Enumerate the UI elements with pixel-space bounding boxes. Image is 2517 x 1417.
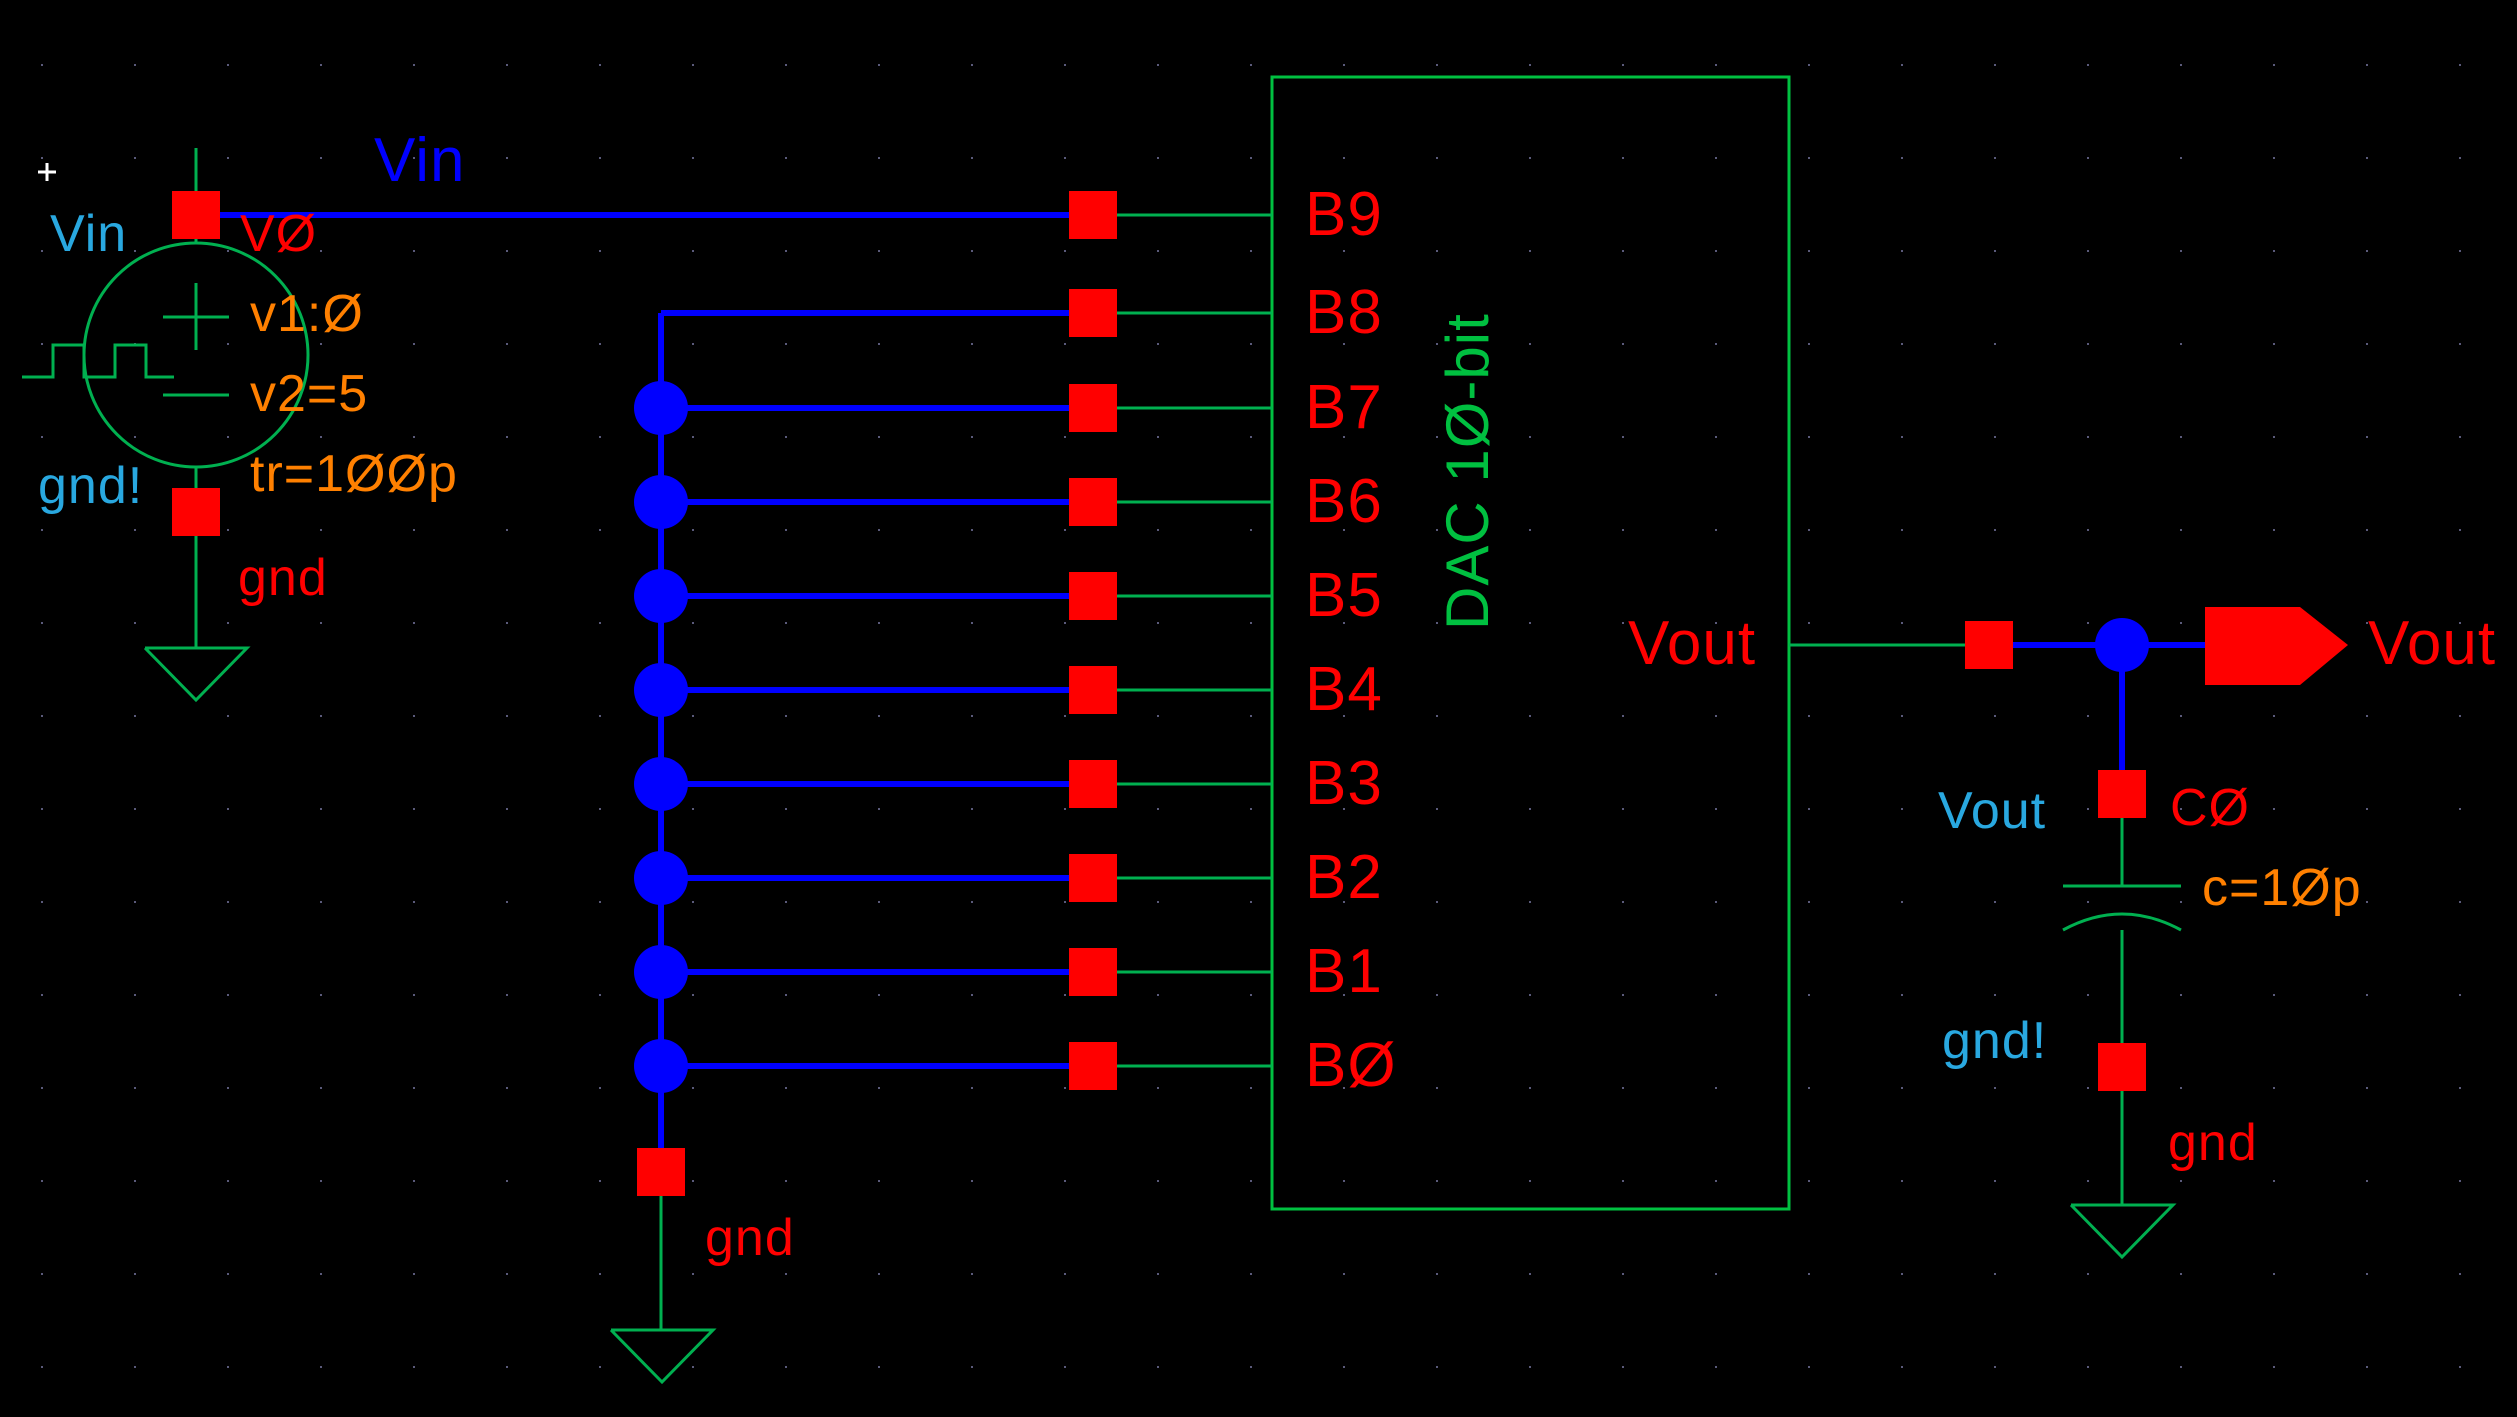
- source-param-v1: v1:Ø: [250, 285, 364, 343]
- vout-port-arrow: [2205, 607, 2348, 685]
- source-param-v2: v2=5: [250, 365, 369, 423]
- dac-pin-label-b0: BØ: [1305, 1031, 1397, 1100]
- vin-wire-label: Vin: [374, 126, 466, 195]
- pin-square-b1: [1069, 948, 1117, 996]
- pin-square-cap-top: [2098, 770, 2146, 818]
- source-symbol: [22, 148, 310, 520]
- dac-pin-label-b1: B1: [1305, 937, 1383, 1006]
- dac-pin-label-b5: B5: [1305, 561, 1383, 630]
- cursor-crosshair: [38, 163, 56, 181]
- dac-pin-stubs: [1115, 213, 1965, 1068]
- dac-pin-label-b4: B4: [1305, 655, 1383, 724]
- dac-output-pin-label: Vout: [1628, 609, 1757, 678]
- pin-square-b4: [1069, 666, 1117, 714]
- pin-square-b9: [1069, 191, 1117, 239]
- pin-square-vin-source: [172, 191, 220, 239]
- dac-pin-label-b8: B8: [1305, 278, 1383, 347]
- pin-square-b7: [1069, 384, 1117, 432]
- pin-squares: [172, 191, 2146, 1196]
- pin-square-ladder-gnd: [637, 1148, 685, 1196]
- dac-block-label: DAC 1Ø-bit: [1434, 313, 1501, 630]
- pin-square-b6: [1069, 478, 1117, 526]
- vout-net-name: Vout: [1938, 782, 2047, 840]
- dac-pin-label-b9: B9: [1305, 180, 1383, 249]
- pin-square-vout-gnd: [2098, 1043, 2146, 1091]
- capacitor-instance-name: CØ: [2170, 779, 2250, 837]
- pin-square-source-gnd: [172, 488, 220, 536]
- pin-square-b3: [1069, 760, 1117, 808]
- capacitor-symbol: [2062, 815, 2182, 1063]
- pin-square-b5: [1069, 572, 1117, 620]
- source-gnd-net-name: gnd!: [38, 457, 144, 515]
- source-gnd-instance-name: gnd: [238, 549, 328, 607]
- dac-pin-label-b7: B7: [1305, 373, 1383, 442]
- ladder-junction-dots: [634, 381, 688, 1093]
- vin-net-name: Vin: [50, 205, 128, 263]
- vout-junction-dot: [2095, 618, 2149, 672]
- dac-block-outline: [1270, 75, 1791, 1211]
- pin-square-b0: [1069, 1042, 1117, 1090]
- dac-pin-label-b3: B3: [1305, 749, 1383, 818]
- vout-gnd-instance-name: gnd: [2168, 1114, 2258, 1172]
- dac-pin-label-b6: B6: [1305, 467, 1383, 536]
- vout-port-label: Vout: [2368, 609, 2497, 678]
- ladder-gnd-instance-name: gnd: [705, 1209, 795, 1267]
- dac-pin-label-b2: B2: [1305, 843, 1383, 912]
- pin-square-b8: [1069, 289, 1117, 337]
- vout-gnd-net-name: gnd!: [1942, 1012, 2048, 1070]
- source-param-tr: tr=1ØØp: [250, 445, 458, 503]
- source-instance-name: VØ: [240, 205, 318, 263]
- pin-square-vout: [1965, 621, 2013, 669]
- source-gnd-symbol: [143, 646, 251, 703]
- ladder-bus-wires: [658, 310, 1093, 1160]
- vout-gnd-symbol: [2069, 1203, 2177, 1260]
- ladder-gnd-symbol: [609, 1328, 717, 1385]
- capacitor-param: c=1Øp: [2202, 859, 2362, 917]
- pin-square-b2: [1069, 854, 1117, 902]
